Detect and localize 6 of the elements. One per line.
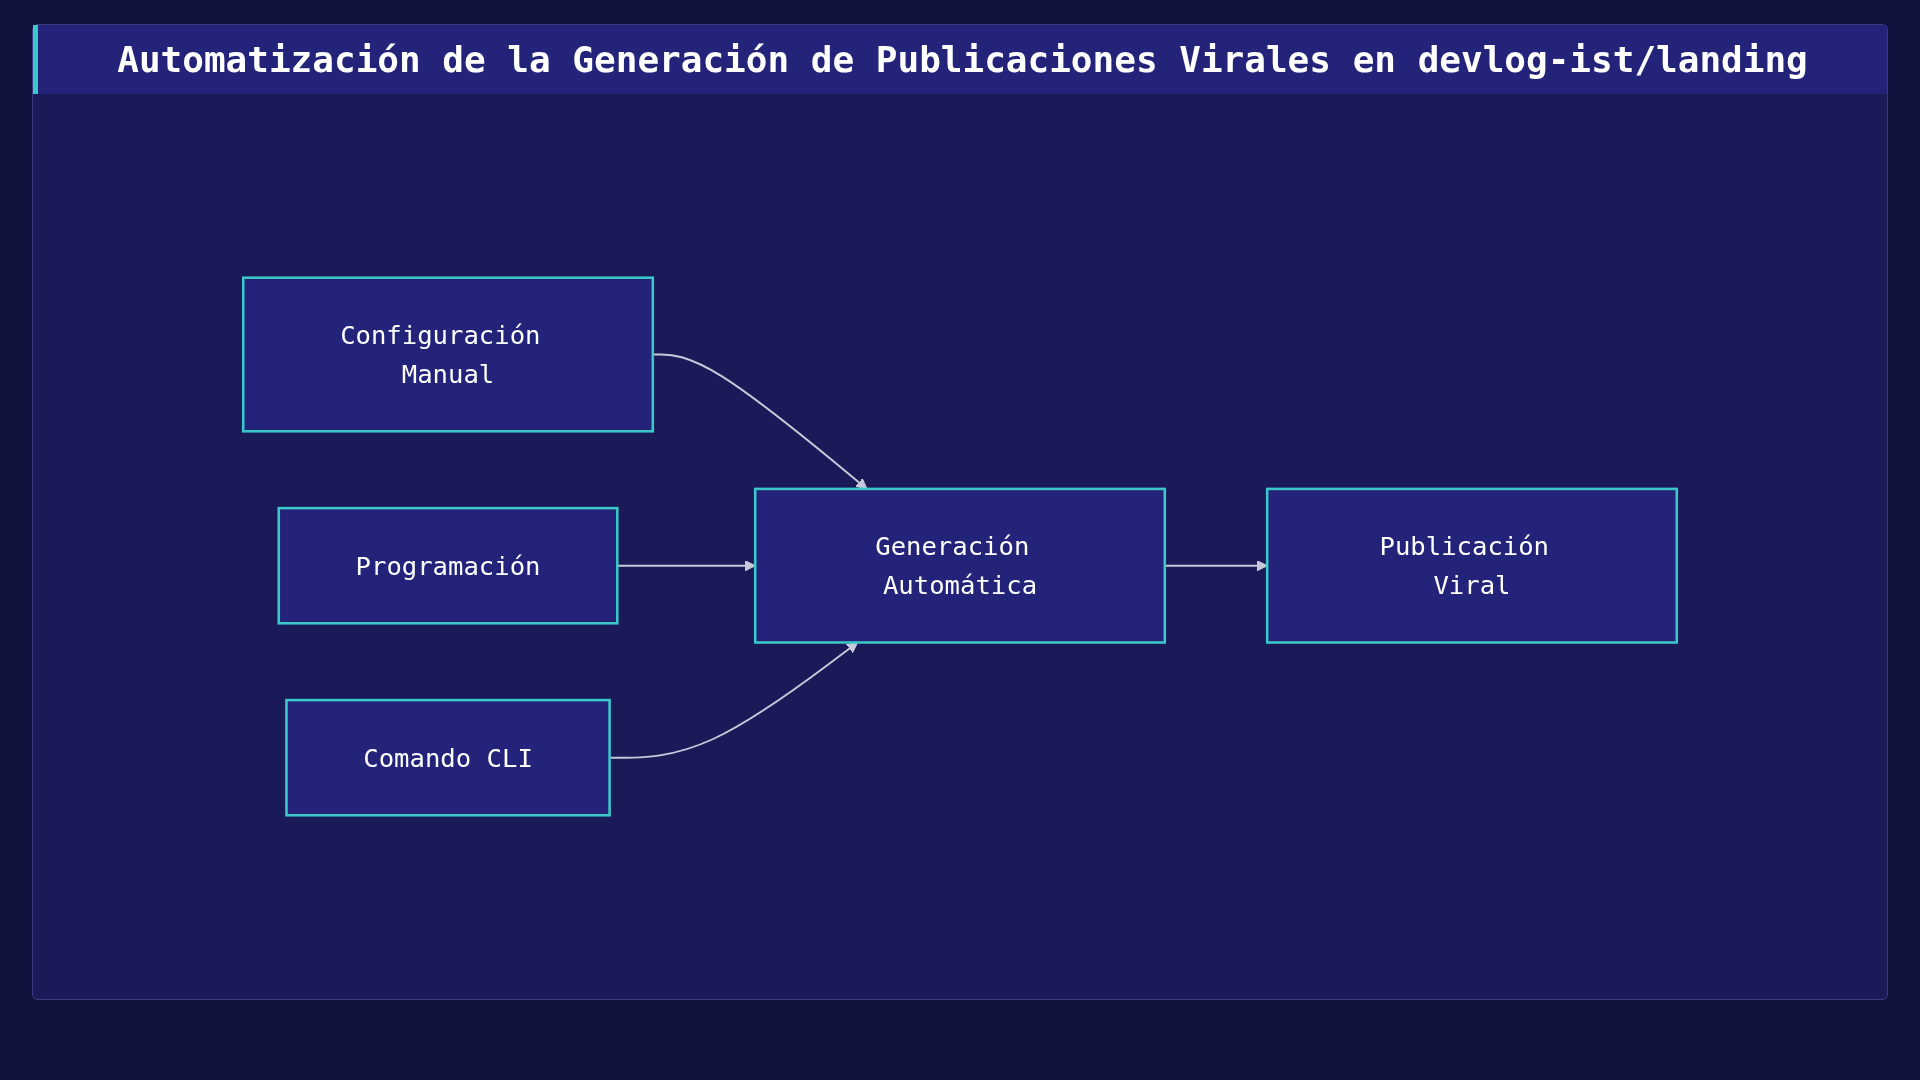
node-box: Publicación Viral bbox=[1265, 487, 1679, 644]
diagram-title: Automatización de la Generación de Publicaciones Virales en devlog-ist/landing bbox=[33, 25, 1887, 94]
node-box: Configuración Manual bbox=[241, 276, 655, 433]
node-box: Programación bbox=[277, 506, 619, 625]
node-box: Generación Automática bbox=[753, 487, 1167, 644]
node-box: Comando CLI bbox=[285, 698, 611, 817]
